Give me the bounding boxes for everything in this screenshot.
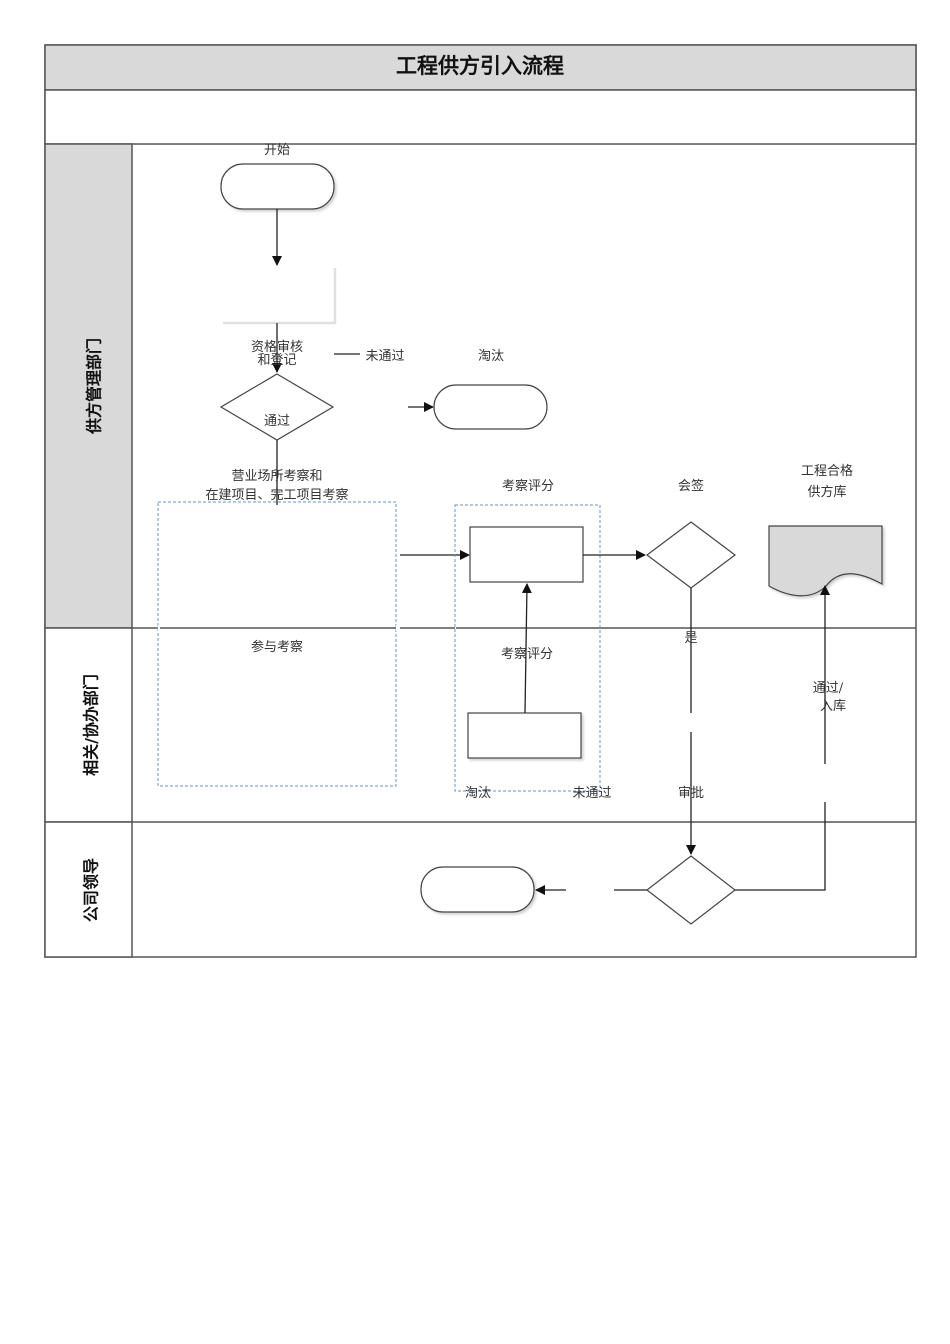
lane-header-related-dept	[44, 627, 133, 823]
scoring-box-bottom-label: 考察评分	[501, 647, 553, 662]
subtitle-row	[44, 89, 917, 145]
eliminate-terminator-2[interactable]	[420, 866, 535, 913]
scoring-box-top[interactable]	[469, 526, 584, 583]
participate-inspection-label: 参与考察	[251, 639, 303, 655]
decision-pass-label: 通过	[264, 414, 290, 429]
not-passed-label-2: 未通过	[572, 786, 611, 801]
qualification-review-box[interactable]	[223, 268, 337, 325]
library-label-2: 供方库	[807, 484, 846, 500]
scoring-box-bottom[interactable]	[467, 712, 582, 759]
eliminate-terminator-1[interactable]	[433, 384, 548, 430]
qualification-review-label-1: 资格审核	[251, 339, 303, 355]
site-inspection-label-1: 营业场所考察和	[231, 469, 322, 484]
page-title: 工程供方引入流程	[396, 54, 564, 78]
approval-label: 审批	[678, 786, 704, 801]
lane-label-supplier-mgmt: 供方管理部门	[85, 338, 104, 435]
qualification-review-label-2: 和登记	[257, 353, 296, 368]
outer-frame	[44, 44, 917, 958]
eliminate-label-1: 淘汰	[478, 349, 504, 364]
lane-header-supplier-mgmt	[44, 143, 133, 629]
site-inspection-group[interactable]	[157, 501, 397, 787]
connector-approval-right	[735, 802, 826, 891]
title-row	[44, 44, 917, 91]
countersign-label: 会签	[678, 478, 704, 494]
approval-decision[interactable]	[646, 855, 736, 925]
scoring-group[interactable]	[454, 504, 601, 792]
library-label-1: 工程合格	[801, 463, 853, 479]
lane-label-related-dept: 相关/协办部门	[82, 674, 101, 776]
pass-library-label-1: 通过/	[813, 681, 844, 696]
eliminate-label-2: 淘汰	[465, 786, 491, 801]
pass-library-label-2: 入库	[820, 698, 846, 714]
lane-label-leadership: 公司领导	[82, 858, 101, 922]
scoring-group-label: 考察评分	[502, 479, 554, 494]
start-terminator[interactable]	[220, 163, 335, 210]
connector-bottom-to-top-scoring	[521, 583, 532, 714]
site-inspection-label-2: 在建项目、完工项目考察	[205, 488, 348, 503]
start-label: 开始	[264, 143, 290, 158]
lane-header-leadership	[44, 821, 133, 958]
not-passed-label-1: 未通过	[365, 349, 404, 364]
yes-label: 是	[684, 631, 697, 646]
